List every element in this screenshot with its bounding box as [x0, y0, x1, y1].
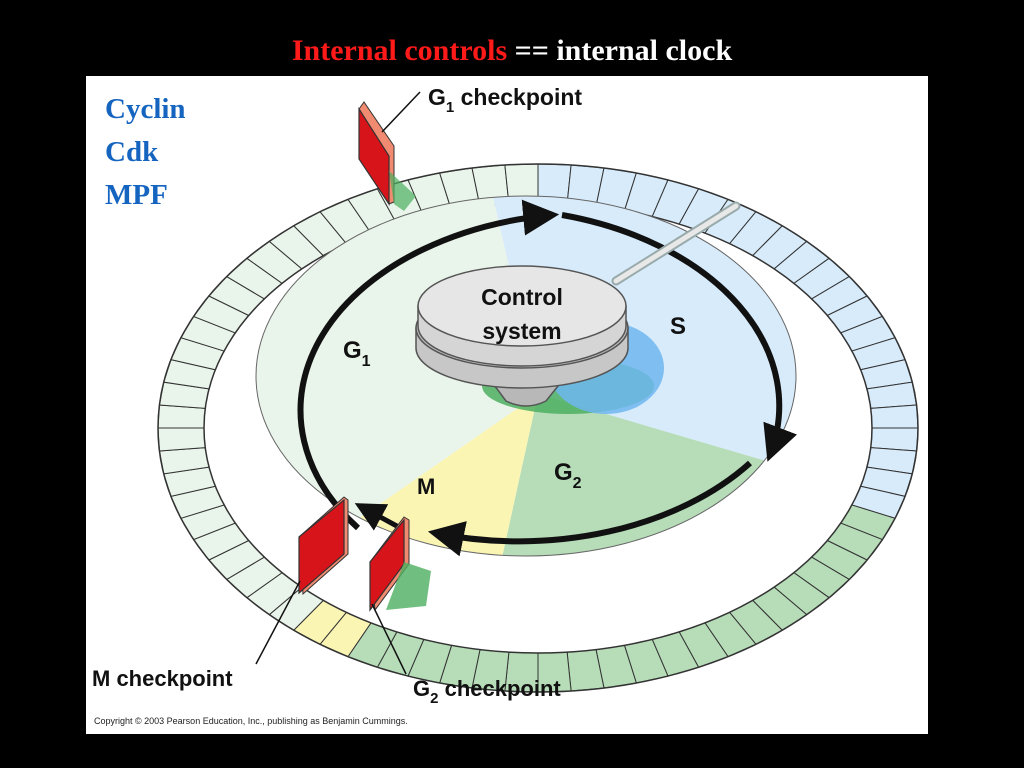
regulator-molecule-list: Cyclin Cdk MPF [105, 88, 186, 217]
control-system-label-line2: system [482, 318, 561, 344]
phase-disc-edge [255, 195, 797, 557]
cycle-arrow-s [561, 212, 798, 462]
m-checkpoint-label: M checkpoint [92, 666, 233, 691]
phase-wedge-g2 [502, 394, 765, 556]
g2-checkpoint-callout-line [371, 603, 407, 675]
molecule-cyclin: Cyclin [105, 93, 186, 125]
molecule-cdk: Cdk [105, 136, 159, 168]
ring-outer-edge [157, 163, 919, 693]
ring-segment [870, 404, 919, 429]
phase-label-m: M [417, 474, 435, 499]
g2-checkpoint-label: G2 checkpoint [413, 676, 561, 707]
phase-label-g1: G1 [343, 337, 371, 370]
m-checkpoint-barrier [298, 496, 349, 596]
diagram-panel: Cyclin Cdk MPF [86, 76, 928, 734]
g2-checkpoint-barrier [369, 516, 431, 612]
ring-segment [870, 427, 919, 452]
g1-checkpoint-label: G1 checkpoint [428, 84, 582, 116]
ring-segment [157, 404, 206, 429]
slide-title: Internal controls == internal clock [0, 34, 1024, 68]
cell-cycle-clock-ring [157, 163, 919, 693]
cell-cycle-diagram: Control system G1 S G2 M G1 checkpoint M… [92, 84, 919, 707]
control-system-hand-highlight [613, 203, 739, 284]
g1-checkpoint-callout-line [381, 91, 421, 133]
title-white-part: == internal clock [507, 34, 733, 67]
control-system-label-line1: Control [481, 284, 563, 310]
m-checkpoint-callout-line [255, 580, 301, 665]
phase-label-s: S [670, 313, 686, 340]
hub-top-face [417, 265, 627, 347]
phase-label-g2: G2 [554, 459, 582, 492]
phase-wedge-m [359, 394, 538, 556]
cycle-arrow-g1 [297, 199, 560, 531]
molecule-mpf: MPF [105, 179, 168, 211]
ring-segment [157, 427, 206, 452]
title-red-part: Internal controls [291, 34, 508, 67]
g1-checkpoint-barrier [358, 101, 416, 211]
cycle-arrow-g2 [427, 460, 753, 557]
copyright-notice: Copyright © 2003 Pearson Education, Inc.… [94, 716, 408, 726]
